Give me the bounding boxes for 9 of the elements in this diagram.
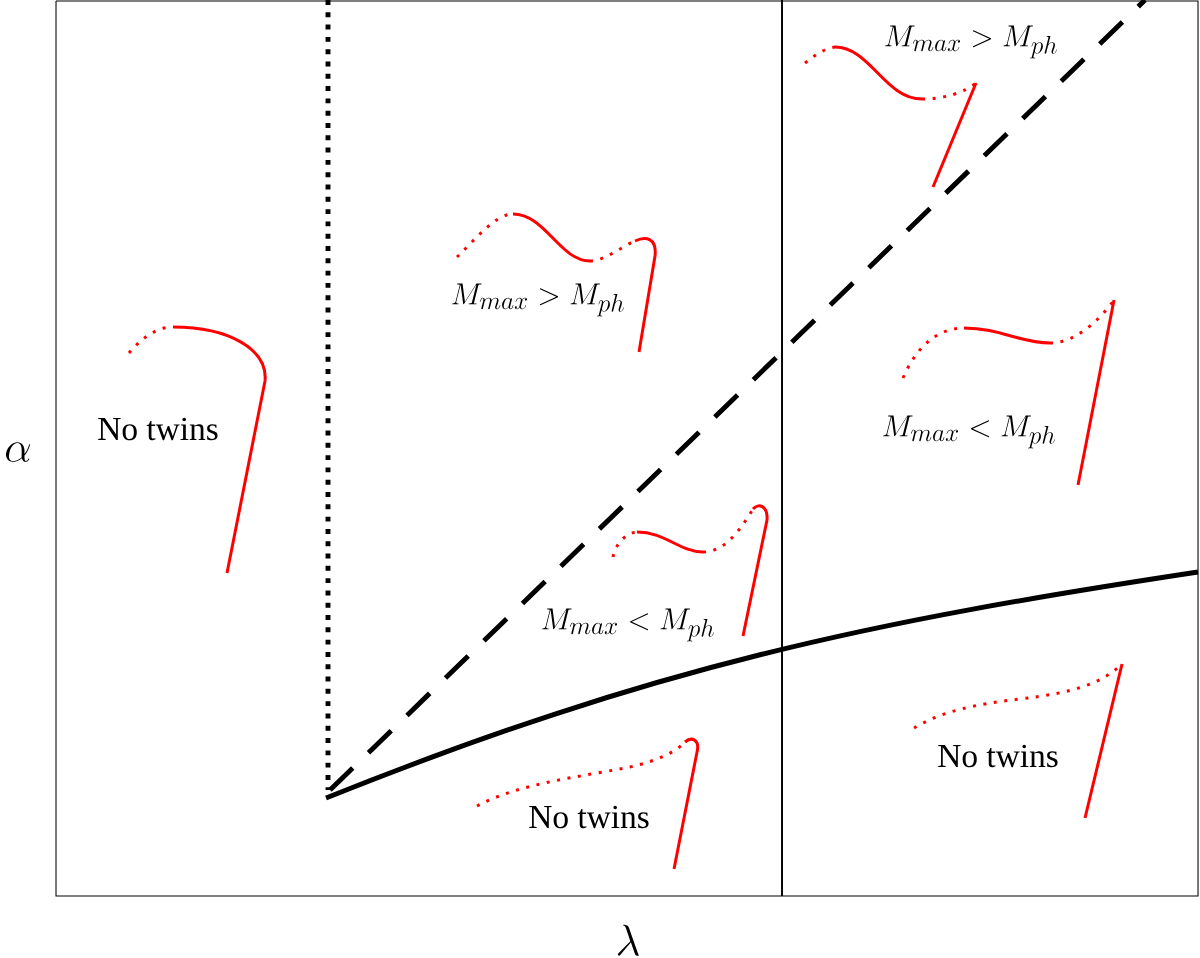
axis-label: $\alpha$: [6, 442, 30, 462]
axis-label: $\lambda$: [617, 924, 639, 956]
region-label: No twins: [98, 417, 218, 441]
region-label: No twins: [938, 744, 1058, 768]
region-label: $M_{max} < M_{ph}$: [542, 608, 714, 642]
region-label: $M_{max} > M_{ph}$: [452, 283, 624, 317]
region-label: No twins: [529, 805, 649, 829]
region-label: $M_{max} > M_{ph}$: [885, 25, 1057, 59]
region-label: $M_{max} < M_{ph}$: [883, 415, 1055, 449]
